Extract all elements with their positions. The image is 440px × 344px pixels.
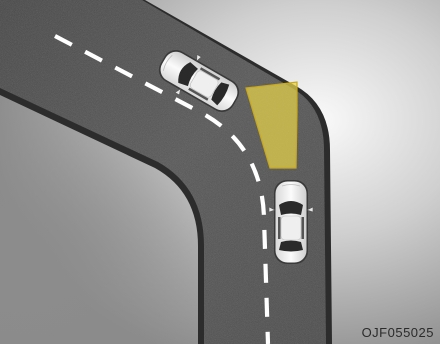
figure-code: OJF055025 xyxy=(362,325,434,340)
own-vehicle xyxy=(269,180,313,264)
car-topview-icon xyxy=(269,180,313,264)
